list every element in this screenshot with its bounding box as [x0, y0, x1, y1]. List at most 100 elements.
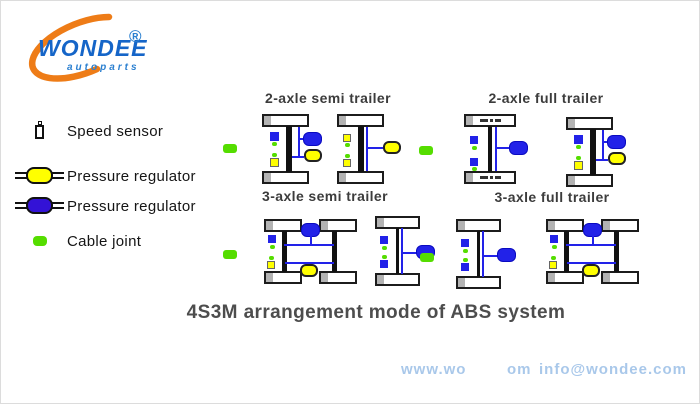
air-line: [284, 244, 334, 246]
air-line: [310, 236, 312, 246]
tire-cap: [548, 273, 555, 282]
group-title-2-axle-full: 2-axle full trailer: [488, 90, 604, 106]
tire-cap: [264, 116, 271, 125]
speed-sensor-marker: [549, 261, 557, 269]
air-line: [299, 138, 305, 140]
pressure-regulator-marker: [509, 141, 528, 155]
tire-cap: [568, 176, 575, 185]
tire-cap: [466, 173, 473, 182]
axle-mark: [490, 176, 493, 179]
pressure-regulator-marker: [301, 223, 320, 237]
cable-joint-dot: [345, 154, 350, 158]
group-title-3-axle-semi: 3-axle semi trailer: [262, 188, 388, 204]
cable-joint-dot: [576, 145, 581, 149]
legend-label: Pressure regulator: [67, 197, 196, 215]
pressure-regulator-marker: [583, 223, 602, 237]
axle-beam: [332, 231, 337, 272]
axle-beam: [396, 228, 399, 274]
speed-sensor-marker: [550, 235, 558, 243]
logo-brand-text: WONDEE: [38, 35, 148, 61]
legend-item-cable-joint: Cable joint: [15, 230, 141, 252]
trailer-axle-unit-axleB: [337, 114, 457, 194]
cable-joint-marker: [420, 253, 434, 262]
axle-mark: [495, 119, 501, 122]
tire-cap: [466, 116, 473, 125]
speed-sensor-marker: [343, 134, 351, 142]
pressure-regulator-marker: [607, 135, 626, 149]
speed-sensor-marker: [268, 235, 276, 243]
wheel: [262, 114, 309, 127]
trailer-axle-unit-tandem: [546, 219, 666, 299]
pressure-regulator-marker: [608, 152, 626, 165]
air-line: [602, 130, 604, 161]
cable-joint-dot: [551, 256, 556, 260]
axle-beam: [358, 126, 364, 172]
watermark-url-fragment: om: [507, 361, 532, 378]
cable-joint-dot: [272, 142, 277, 146]
air-line: [298, 127, 300, 158]
air-line: [484, 255, 498, 257]
cable-joint-dot: [463, 249, 468, 253]
cable-joint-marker: [223, 250, 237, 259]
tire-cap: [458, 278, 465, 287]
cable-joint-dot: [382, 246, 387, 250]
speed-sensor-marker: [270, 132, 279, 141]
air-line: [596, 159, 608, 161]
tire-cap: [264, 173, 271, 182]
axle-beam: [488, 126, 492, 172]
tire-cap: [321, 273, 328, 282]
air-line: [292, 156, 304, 158]
air-line: [368, 147, 384, 149]
tire-cap: [603, 221, 610, 230]
group-title-3-axle-full: 3-axle full trailer: [494, 189, 610, 205]
pressure-regulator-marker: [497, 248, 516, 262]
speed-sensor-icon: [15, 120, 67, 142]
trailer-axle-unit-tandem: [264, 219, 384, 299]
air-line: [401, 228, 403, 274]
wheel: [319, 219, 357, 232]
logo-sub-text: autoparts: [67, 62, 140, 73]
cable-joint-marker: [223, 144, 237, 153]
axle-beam: [590, 129, 596, 175]
wheel: [601, 219, 639, 232]
wheel: [546, 271, 584, 284]
wheel: [566, 117, 613, 130]
speed-sensor-marker: [574, 161, 583, 170]
tire-cap: [339, 116, 346, 125]
legend-label: Speed sensor: [67, 122, 164, 140]
wheel: [464, 171, 516, 184]
logo-swoosh-icon: [28, 13, 113, 82]
legend-label: Pressure regulator: [67, 167, 196, 185]
wondee-logo: WONDEE autoparts ®: [11, 5, 171, 85]
axle-beam: [614, 231, 619, 272]
air-line: [566, 244, 616, 246]
air-line: [567, 262, 616, 264]
tire-cap: [377, 218, 384, 227]
speed-sensor-marker: [470, 136, 478, 144]
legend-item-speed-sensor: Speed sensor: [15, 120, 163, 142]
axle-mark: [495, 176, 501, 179]
cable-joint-icon: [15, 230, 67, 252]
wheel: [264, 271, 302, 284]
speed-sensor-marker: [343, 159, 351, 167]
air-line: [495, 127, 497, 171]
air-line: [403, 252, 417, 254]
tire-cap: [568, 119, 575, 128]
speed-sensor-marker: [270, 158, 279, 167]
tire-cap: [339, 173, 346, 182]
speed-sensor-marker: [461, 263, 469, 271]
tire-cap: [377, 275, 384, 284]
air-line: [603, 141, 609, 143]
wheel: [375, 273, 420, 286]
axle-mark: [490, 119, 493, 122]
cable-joint-dot: [463, 258, 468, 262]
speed-sensor-marker: [380, 236, 388, 244]
wheel: [456, 276, 501, 289]
trailer-axle-unit-axleS: [456, 219, 576, 299]
cable-joint-dot: [270, 245, 275, 249]
axle-beam: [477, 231, 480, 277]
cable-joint-dot: [472, 167, 477, 171]
tire-cap: [548, 221, 555, 230]
